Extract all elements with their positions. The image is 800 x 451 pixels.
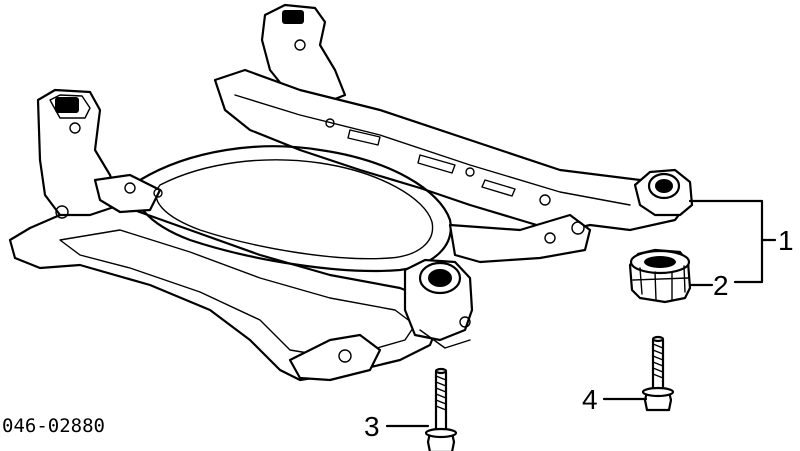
callout-3-label: 3 <box>364 411 380 442</box>
subframe-assembly <box>8 3 694 382</box>
leader-lines <box>385 199 777 428</box>
callout-4-label: 4 <box>582 384 598 415</box>
callout-1-label: 1 <box>778 225 794 256</box>
bolt <box>641 335 675 412</box>
part-code: 046-02880 <box>2 415 105 437</box>
bolt <box>424 367 458 451</box>
callout-2-label: 2 <box>713 270 729 301</box>
bushing <box>628 248 692 304</box>
